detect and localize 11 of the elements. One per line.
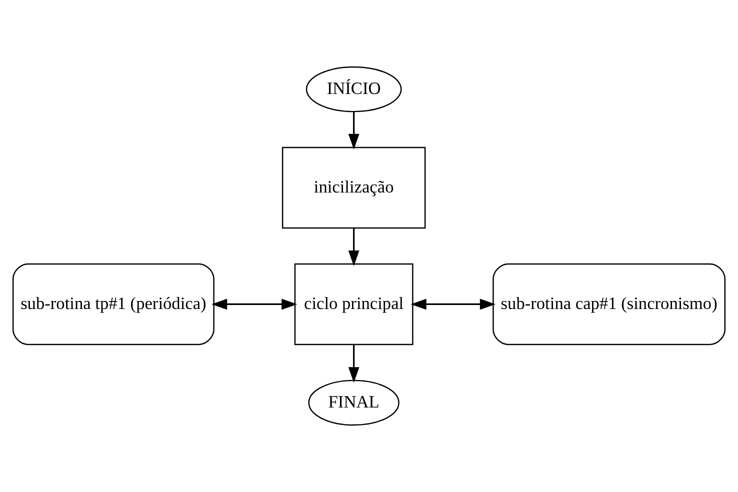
node-box: inicilização bbox=[282, 146, 426, 229]
arrow bbox=[348, 112, 360, 150]
node-ellipse: INÍCIO bbox=[306, 66, 402, 112]
node-box: sub-rotina cap#1 (sincronismo) bbox=[492, 263, 726, 346]
node-box: sub-rotina tp#1 (periódica) bbox=[12, 263, 214, 346]
node-ellipse: FINAL bbox=[308, 380, 400, 426]
arrow bbox=[211, 298, 298, 310]
arrow bbox=[348, 344, 360, 383]
arrow bbox=[410, 298, 496, 310]
node-box: ciclo principal bbox=[294, 263, 414, 346]
arrow bbox=[348, 228, 360, 266]
